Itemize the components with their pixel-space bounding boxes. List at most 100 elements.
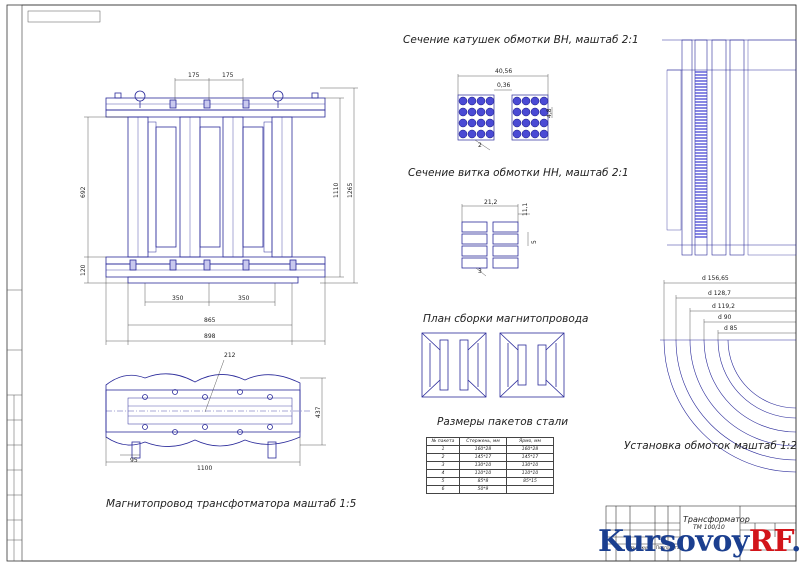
install-dim-1: d 156,65	[702, 275, 729, 282]
install-dim-2: d 128,7	[708, 290, 731, 297]
hv-conductor-mark	[485, 96, 495, 106]
core-plan-view	[105, 373, 310, 459]
table-header: Стержень, мм	[459, 437, 507, 446]
table-cell: 6	[426, 485, 460, 494]
hv-conductor-mark	[512, 107, 522, 117]
windings-install-caption: Установка обмоток маштаб 1:2	[624, 440, 798, 452]
dim-212: 212	[224, 352, 236, 359]
hv-dim-n: 2	[478, 142, 482, 149]
dim-692: 692	[80, 186, 87, 198]
dim-175-right: 175	[222, 72, 234, 79]
table-cell: 110*10	[506, 469, 554, 478]
install-dim-lines	[663, 280, 796, 340]
hv-dim-gap: 0,36	[497, 82, 511, 89]
steel-sizes-caption: Размеры пакетов стали	[437, 416, 569, 428]
hv-conductor-mark	[458, 107, 468, 117]
hv-conductor-mark	[476, 107, 486, 117]
dim-437: 437	[315, 406, 322, 418]
hv-conductor-mark	[467, 118, 477, 128]
title-block-doc: № докум.	[631, 545, 651, 550]
hv-conductor-mark	[521, 107, 531, 117]
table-cell: 145*17	[459, 453, 507, 462]
hv-conductor-mark	[530, 107, 540, 117]
hv-conductor-mark	[512, 118, 522, 128]
table-cell: 50*9	[459, 485, 507, 494]
winding-quarter-view	[660, 339, 797, 473]
hv-dim-width: 40,56	[495, 68, 513, 75]
dim-865: 865	[204, 317, 216, 324]
dim-120: 120	[80, 264, 87, 276]
lv-dim-height: 5	[531, 240, 538, 244]
winding-hatching	[695, 71, 707, 238]
table-cell: 3	[426, 461, 460, 470]
top-left-stamp	[27, 10, 101, 23]
hv-conductor-mark	[539, 96, 549, 106]
hv-conductor-mark	[458, 129, 468, 139]
hv-conductor-mark	[539, 129, 549, 139]
lv-dim-thickness: 11,1	[522, 202, 529, 216]
hv-conductor-mark	[485, 107, 495, 117]
table-cell	[506, 485, 554, 494]
lv-dim-width: 21,2	[484, 199, 498, 206]
hv-conductor-mark	[476, 96, 486, 106]
hv-conductor-mark	[467, 107, 477, 117]
table-cell: 85*15	[506, 477, 554, 486]
hv-conductor-mark	[512, 129, 522, 139]
hv-conductor-mark	[530, 129, 540, 139]
title-block	[605, 505, 797, 562]
core-front-view	[105, 90, 326, 284]
core-assembly-plan	[421, 332, 565, 398]
hv-dim-height: 4,8	[546, 108, 553, 118]
table-header: Ярмо, мм	[506, 437, 554, 446]
hv-conductor-mark	[530, 96, 540, 106]
lv-dim-n: 3	[478, 268, 482, 275]
table-cell: 85*8	[459, 477, 507, 486]
hv-coil-section	[457, 94, 549, 141]
title-block-line1: Трансформатор	[683, 515, 750, 524]
dim-1265: 1265	[347, 182, 354, 198]
table-cell: 110*10	[459, 469, 507, 478]
dim-95: 95	[130, 457, 138, 464]
table-cell: 5	[426, 477, 460, 486]
table-cell: 4	[426, 469, 460, 478]
hv-conductor-mark	[485, 129, 495, 139]
hv-conductor-mark	[539, 107, 549, 117]
hv-conductor-mark	[458, 96, 468, 106]
lv-dim-lines	[461, 204, 530, 277]
title-block-line2: ТМ 100/10	[693, 524, 725, 531]
install-dim-3: d 119,2	[712, 303, 735, 310]
site-watermark: KursovoyRF.ru	[598, 524, 800, 559]
hv-conductor-mark	[512, 96, 522, 106]
table-cell: 130*10	[459, 461, 507, 470]
title-block-date: Дата	[669, 545, 680, 550]
table-cell: 2	[426, 453, 460, 462]
winding-installation-view	[662, 39, 797, 256]
hv-conductor-mark	[458, 118, 468, 128]
lv-section-caption: Сечение витка обмотки НН, маштаб 2:1	[408, 167, 629, 179]
title-block-sign: Подп.	[656, 545, 669, 550]
hv-conductor-mark	[521, 118, 531, 128]
hv-conductor-mark	[467, 129, 477, 139]
dim-898: 898	[204, 333, 216, 340]
watermark-suffix: .ru	[791, 524, 800, 559]
hv-conductor-mark	[467, 96, 477, 106]
hv-conductor-mark	[476, 129, 486, 139]
table-cell: 160*28	[506, 445, 554, 454]
dim-350-left: 350	[172, 295, 184, 302]
hv-conductor-mark	[521, 129, 531, 139]
table-cell: 130*10	[506, 461, 554, 470]
dim-1110: 1110	[333, 182, 340, 198]
core-plan-caption: План сборки магнитопровода	[423, 313, 589, 325]
watermark-main: Kursovoy	[598, 524, 749, 559]
table-cell: 160*28	[459, 445, 507, 454]
plan-dim-lines	[105, 359, 326, 466]
